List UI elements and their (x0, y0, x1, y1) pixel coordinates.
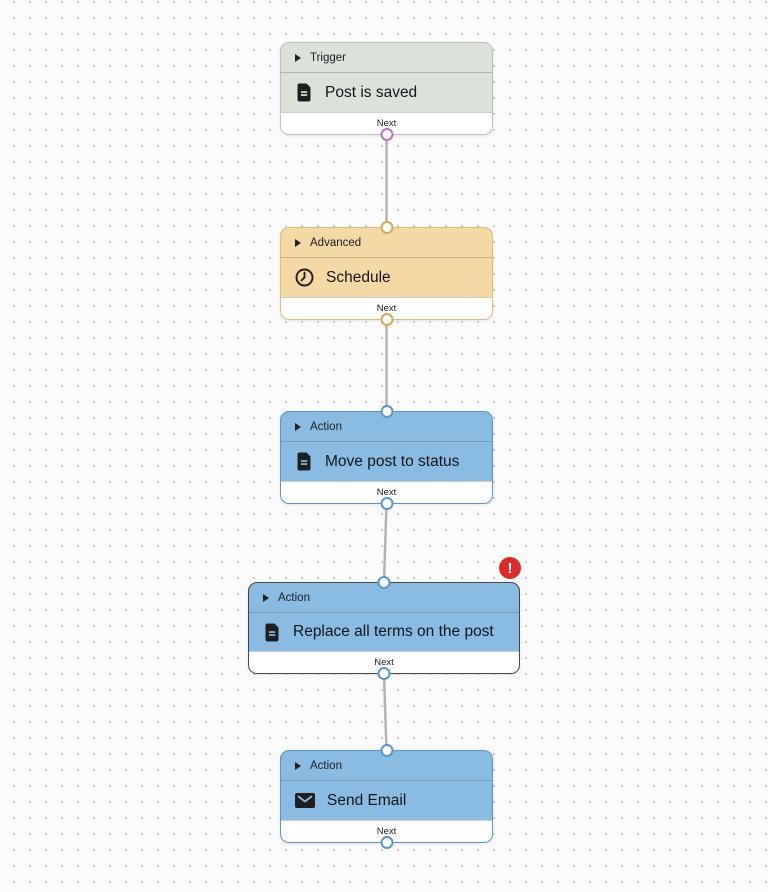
node-action-move-post-to-status[interactable]: Action Move post to status Next (280, 405, 493, 510)
node-advanced-schedule[interactable]: Advanced Schedule Next (280, 221, 493, 326)
output-port[interactable] (380, 313, 393, 326)
node-body: Post is saved (281, 73, 492, 112)
next-label: Next (376, 118, 397, 129)
clock-icon (294, 267, 315, 288)
next-label: Next (376, 826, 397, 837)
node-header: Action (281, 412, 492, 442)
expand-triangle-icon[interactable] (295, 422, 301, 431)
node-footer: Next (281, 481, 492, 503)
node-footer: Next (281, 112, 492, 134)
node-title: Send Email (327, 791, 407, 809)
node-type-label: Action (278, 591, 310, 604)
node-title: Schedule (326, 268, 391, 286)
node-body: Replace all terms on the post (249, 613, 519, 651)
edge (382, 503, 388, 583)
next-label: Next (376, 303, 397, 314)
output-port[interactable] (377, 667, 391, 680)
expand-triangle-icon[interactable] (263, 593, 269, 602)
node-type-label: Advanced (310, 236, 362, 249)
node-title: Move post to status (325, 452, 460, 470)
node-action-send-email[interactable]: Action Send Email Next (280, 744, 493, 849)
node-footer: Next (281, 820, 492, 842)
mail-icon (294, 791, 316, 810)
node-title: Post is saved (325, 83, 418, 101)
output-port[interactable] (380, 836, 393, 849)
input-port[interactable] (380, 221, 393, 234)
edge (382, 673, 388, 751)
node-type-label: Trigger (310, 51, 346, 64)
node-header: Advanced (281, 228, 492, 258)
input-port[interactable] (377, 576, 391, 589)
node-footer: Next (281, 297, 492, 319)
node-type-label: Action (310, 420, 342, 433)
output-port[interactable] (380, 128, 393, 141)
node-type-label: Action (310, 759, 342, 772)
document-icon (294, 82, 314, 103)
node-footer: Next (249, 651, 519, 673)
node-trigger-post-is-saved[interactable]: Trigger Post is saved Next (280, 42, 493, 141)
output-port[interactable] (380, 497, 393, 510)
expand-triangle-icon[interactable] (295, 238, 301, 247)
document-icon (294, 451, 314, 472)
next-label: Next (374, 657, 394, 668)
expand-triangle-icon[interactable] (295, 53, 301, 62)
node-action-replace-all-terms[interactable]: Action Replace all terms on the post Nex… (248, 557, 521, 680)
node-header: Trigger (281, 43, 492, 73)
document-icon (262, 622, 282, 643)
input-port[interactable] (380, 744, 393, 757)
input-port[interactable] (380, 405, 393, 418)
node-header: Action (249, 583, 519, 613)
node-body: Schedule (281, 258, 492, 297)
node-body: Send Email (281, 781, 492, 820)
node-title: Replace all terms on the post (293, 623, 494, 640)
node-header: Action (281, 751, 492, 781)
error-badge[interactable]: ! (499, 557, 521, 579)
expand-triangle-icon[interactable] (295, 761, 301, 770)
node-body: Move post to status (281, 442, 492, 481)
next-label: Next (376, 487, 397, 498)
